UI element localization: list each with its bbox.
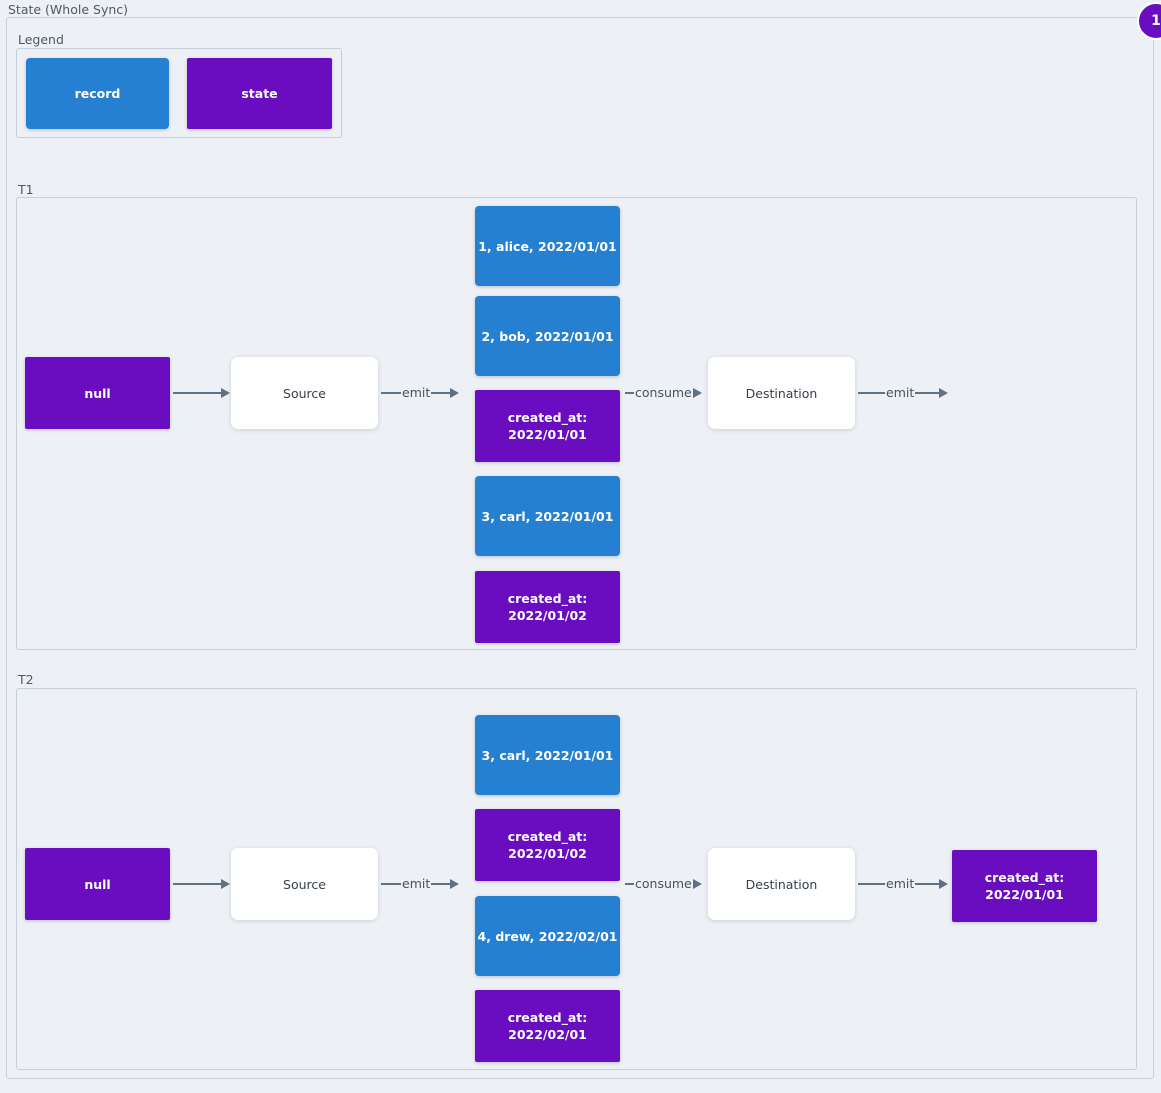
t1-initial-state-box: null [25,357,170,429]
t2-stack-item-1: 3, carl, 2022/01/01 [475,715,620,795]
t2-destination-box: Destination [708,848,855,920]
t2-stack-item-3: 4, drew, 2022/02/01 [475,896,620,976]
t1-stack-item-1: 1, alice, 2022/01/01 [475,206,620,286]
t2-initial-state-box: null [25,848,170,920]
t1-stack-item-3: created_at: 2022/01/01 [475,390,620,462]
legend-title: Legend [18,33,68,47]
legend-swatch-state: state [187,58,332,129]
t1-stack-item-2: 2, bob, 2022/01/01 [475,296,620,376]
t1-source-box: Source [231,357,378,429]
t2-stack-item-4: created_at: 2022/02/01 [475,990,620,1062]
step-badge[interactable]: 1 [1137,2,1161,40]
legend-swatch-record: record [26,58,169,129]
t2-source-box: Source [231,848,378,920]
t2-stack-item-2: created_at: 2022/01/02 [475,809,620,881]
section-t1-title: T1 [18,183,38,197]
t2-final-state-box: created_at: 2022/01/01 [952,850,1097,922]
t1-stack-item-5: created_at: 2022/01/02 [475,571,620,643]
page-title: State (Whole Sync) [8,3,133,17]
t1-destination-box: Destination [708,357,855,429]
t1-stack-item-4: 3, carl, 2022/01/01 [475,476,620,556]
section-t2-title: T2 [18,673,38,687]
